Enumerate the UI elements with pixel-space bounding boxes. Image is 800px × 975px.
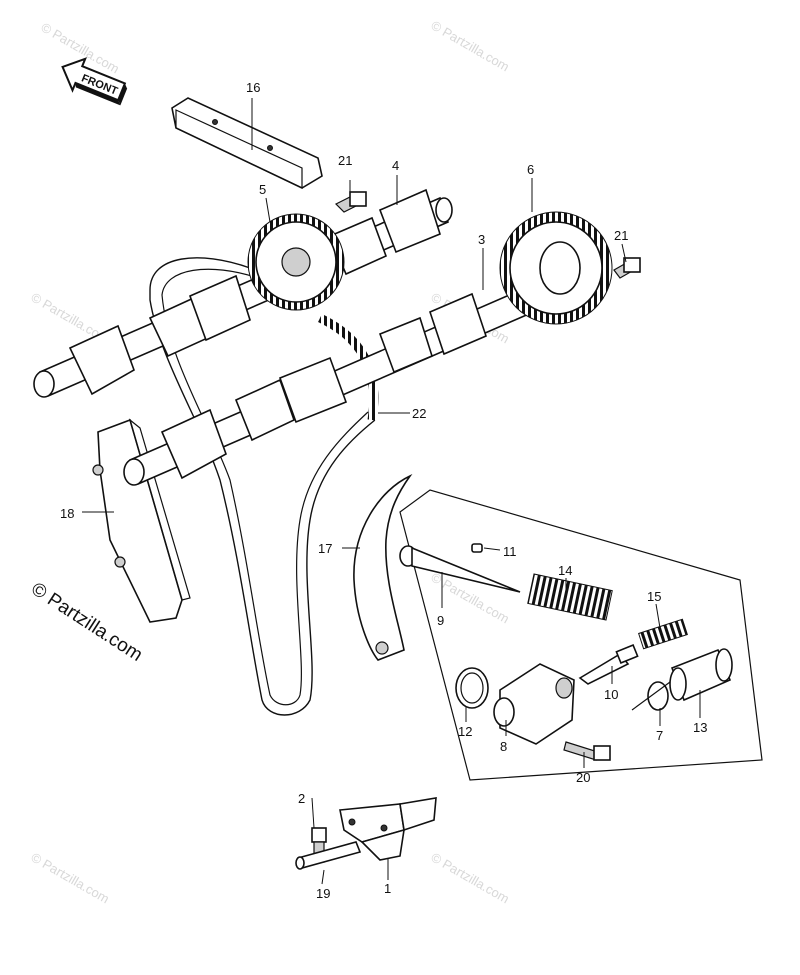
callout-21: 21 — [614, 228, 628, 243]
callout-7: 7 — [656, 728, 663, 743]
callout-18: 18 — [60, 506, 74, 521]
pin-icon — [471, 543, 483, 553]
callout-2: 2 — [298, 791, 305, 806]
chain-guide-top — [171, 97, 323, 189]
bolt-icon — [613, 257, 641, 279]
callout-11: 11 — [503, 544, 517, 559]
copyright-text: © Partzilla.com — [27, 579, 146, 666]
watermark-text: © Partzilla.com — [429, 18, 512, 75]
plunger — [578, 644, 639, 685]
callout-15: 15 — [647, 589, 661, 604]
bolt-icon — [334, 191, 367, 213]
watermark-text: © Partzilla.com — [429, 850, 512, 907]
front-arrow-icon: FRONT — [61, 57, 128, 106]
exhaust-sprocket — [499, 211, 613, 325]
tensioner-bracket — [339, 797, 437, 861]
callout-13: 13 — [693, 720, 707, 735]
callout-4: 4 — [392, 158, 399, 173]
tensioner-cap — [669, 648, 733, 702]
callout-5: 5 — [259, 182, 266, 197]
callout-10: 10 — [604, 687, 618, 702]
callout-21: 21 — [338, 153, 352, 168]
exhaust-camshaft — [123, 284, 539, 486]
watermark-text: © Partzilla.com — [29, 850, 112, 907]
callout-17: 17 — [318, 541, 332, 556]
callout-14: 14 — [558, 563, 572, 578]
callout-1: 1 — [384, 881, 391, 896]
dowel-pin-icon — [295, 841, 362, 870]
tensioner-guide — [353, 473, 413, 661]
callout-9: 9 — [437, 613, 444, 628]
callout-6: 6 — [527, 162, 534, 177]
intake-sprocket — [247, 213, 345, 311]
callout-3: 3 — [478, 232, 485, 247]
spring-large — [527, 573, 613, 621]
callout-19: 19 — [316, 886, 330, 901]
chain-guide-rear — [92, 418, 191, 623]
callout-16: 16 — [246, 80, 260, 95]
tensioner-group-outline — [399, 489, 763, 781]
callout-22: 22 — [412, 406, 426, 421]
callout-8: 8 — [500, 739, 507, 754]
spring-small — [638, 618, 688, 650]
push-rod — [399, 545, 521, 593]
bolt-icon — [563, 741, 611, 761]
leader-lines — [82, 98, 701, 885]
o-ring-small — [647, 681, 669, 711]
callout-labels: 16 4 21 5 6 3 21 22 18 17 11 14 15 9 10 … — [60, 80, 707, 901]
callout-12: 12 — [458, 724, 472, 739]
callout-20: 20 — [576, 770, 590, 785]
tensioner-body — [493, 663, 575, 745]
